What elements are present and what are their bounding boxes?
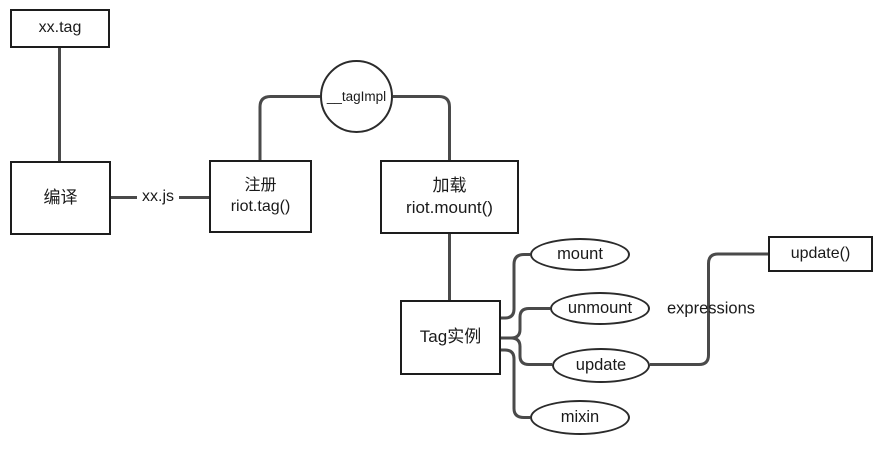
event-unmount-ellipse: unmount [550, 292, 650, 325]
event-unmount-label: unmount [567, 299, 633, 317]
node-xx-tag: xx.tag [10, 9, 110, 48]
node-update-fn-label: update() [790, 244, 851, 262]
node-load-label-api: riot.mount() [406, 198, 493, 217]
node-load-label-cn: 加载 [432, 175, 467, 195]
edge-taginstance-mixin [501, 348, 530, 419]
node-register-label-api: riot.tag() [230, 197, 291, 215]
edge-update-updatefn [650, 252, 768, 366]
node-xx-tag-label: xx.tag [38, 19, 82, 37]
edge-label-xx-js: xx.js [137, 188, 179, 206]
event-mixin-label: mixin [560, 408, 600, 426]
node-compile-label: 编译 [43, 187, 78, 207]
event-update-label: update [575, 356, 627, 374]
edge-tagimpl-load [393, 95, 451, 160]
node-load: 加载 riot.mount() [380, 160, 519, 234]
node-tag-instance: Tag实例 [400, 300, 501, 375]
edge-label-expressions: expressions [666, 299, 756, 318]
event-mount-label: mount [557, 245, 603, 263]
node-update-fn: update() [768, 236, 873, 272]
edge-register-tagimpl [258, 95, 320, 160]
node-register: 注册 riot.tag() [209, 160, 312, 233]
node-tagimpl-circle: __tagImpl [320, 60, 393, 133]
edge-taginstance-update [510, 336, 552, 366]
event-mixin-ellipse: mixin [530, 400, 630, 435]
event-mount-ellipse: mount [530, 238, 630, 271]
node-register-label-cn: 注册 [244, 176, 277, 194]
edge-taginstance-unmount [501, 307, 550, 340]
node-compile: 编译 [10, 161, 111, 235]
node-tagimpl-label: __tagImpl [326, 89, 387, 104]
edge-taginstance-mount [501, 253, 530, 320]
node-tag-instance-label: Tag实例 [419, 327, 482, 347]
event-update-ellipse: update [552, 348, 650, 383]
